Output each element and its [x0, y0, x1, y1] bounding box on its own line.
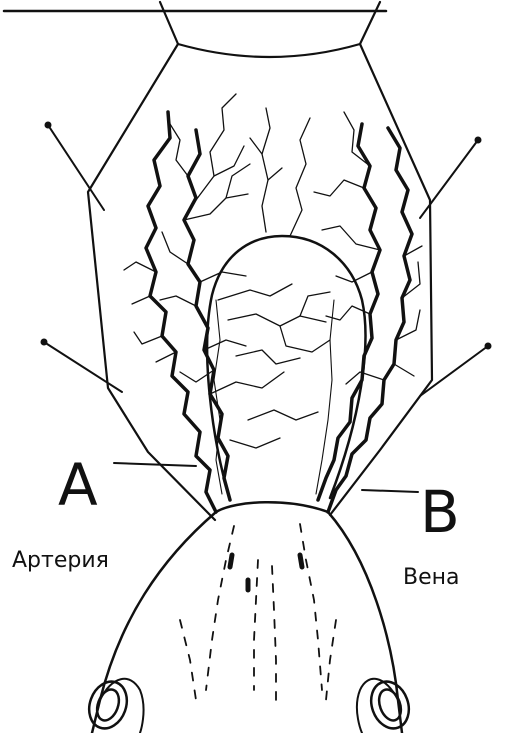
head-dashed-marks	[180, 524, 336, 700]
membrane-outline	[88, 2, 432, 520]
artery-leader-line	[114, 463, 196, 466]
label-vein: Вена	[403, 565, 460, 590]
pin-lower-left	[44, 342, 122, 392]
inner-vessel-traces	[214, 300, 334, 494]
capillary-branches	[124, 94, 422, 448]
head-thick-dashes	[230, 555, 302, 590]
pins	[44, 125, 488, 396]
label-artery: Артерия	[12, 548, 109, 573]
label-a: A	[58, 451, 98, 519]
pin-upper-left	[48, 125, 104, 210]
label-b: B	[420, 478, 460, 546]
vein-leader-line	[362, 490, 418, 492]
pin-upper-right	[420, 140, 478, 218]
frog-head	[92, 502, 402, 733]
pin-lower-right	[420, 346, 488, 396]
intestine-loop	[207, 236, 365, 500]
eye-right-icon	[365, 676, 415, 733]
eye-left-icon	[83, 676, 133, 733]
